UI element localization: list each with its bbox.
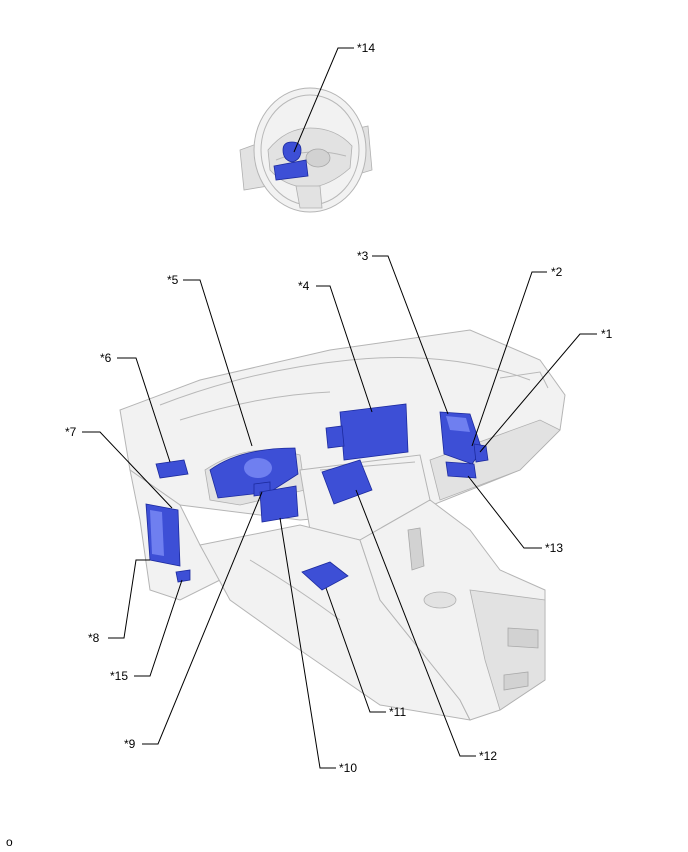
dashboard-illustration xyxy=(119,329,566,721)
component-11 xyxy=(301,561,349,591)
callout-label-11: *11 xyxy=(389,705,406,719)
component-5-gauge xyxy=(244,458,272,478)
callout-label-15: *15 xyxy=(110,669,128,683)
component-1 xyxy=(473,443,489,463)
component-15 xyxy=(175,569,191,583)
component-14 xyxy=(273,159,309,181)
callout-label-12: *12 xyxy=(479,749,497,763)
figure-code: o xyxy=(6,835,13,849)
callout-label-13: *13 xyxy=(545,541,563,555)
component-8-face xyxy=(150,510,164,556)
component-12 xyxy=(321,459,373,505)
callout-label-4: *4 xyxy=(298,279,310,293)
callout-label-5: *5 xyxy=(167,273,179,287)
callout-label-9: *9 xyxy=(124,737,136,751)
steering-wheel-illustration xyxy=(239,87,373,213)
callout-label-8: *8 xyxy=(88,631,100,645)
component-10 xyxy=(259,485,299,523)
component-13 xyxy=(445,461,477,479)
component-6 xyxy=(155,459,189,479)
callout-label-2: *2 xyxy=(551,265,563,279)
callout-label-7: *7 xyxy=(65,425,77,439)
highlighted-components xyxy=(145,141,489,591)
callout-label-1: *1 xyxy=(601,327,613,341)
component-4 xyxy=(339,403,409,461)
component-14-ring xyxy=(282,141,302,163)
callout-label-14: *14 xyxy=(357,41,375,55)
leader-lines xyxy=(82,47,597,769)
callout-labels: *1 *2 *3 *4 *5 *6 *7 *8 *9 *10 *11 *12 *… xyxy=(65,41,613,775)
component-3 xyxy=(446,416,470,432)
callout-label-6: *6 xyxy=(100,351,112,365)
callout-label-3: *3 xyxy=(357,249,369,263)
callout-label-10: *10 xyxy=(339,761,357,775)
component-4-side xyxy=(325,425,345,449)
